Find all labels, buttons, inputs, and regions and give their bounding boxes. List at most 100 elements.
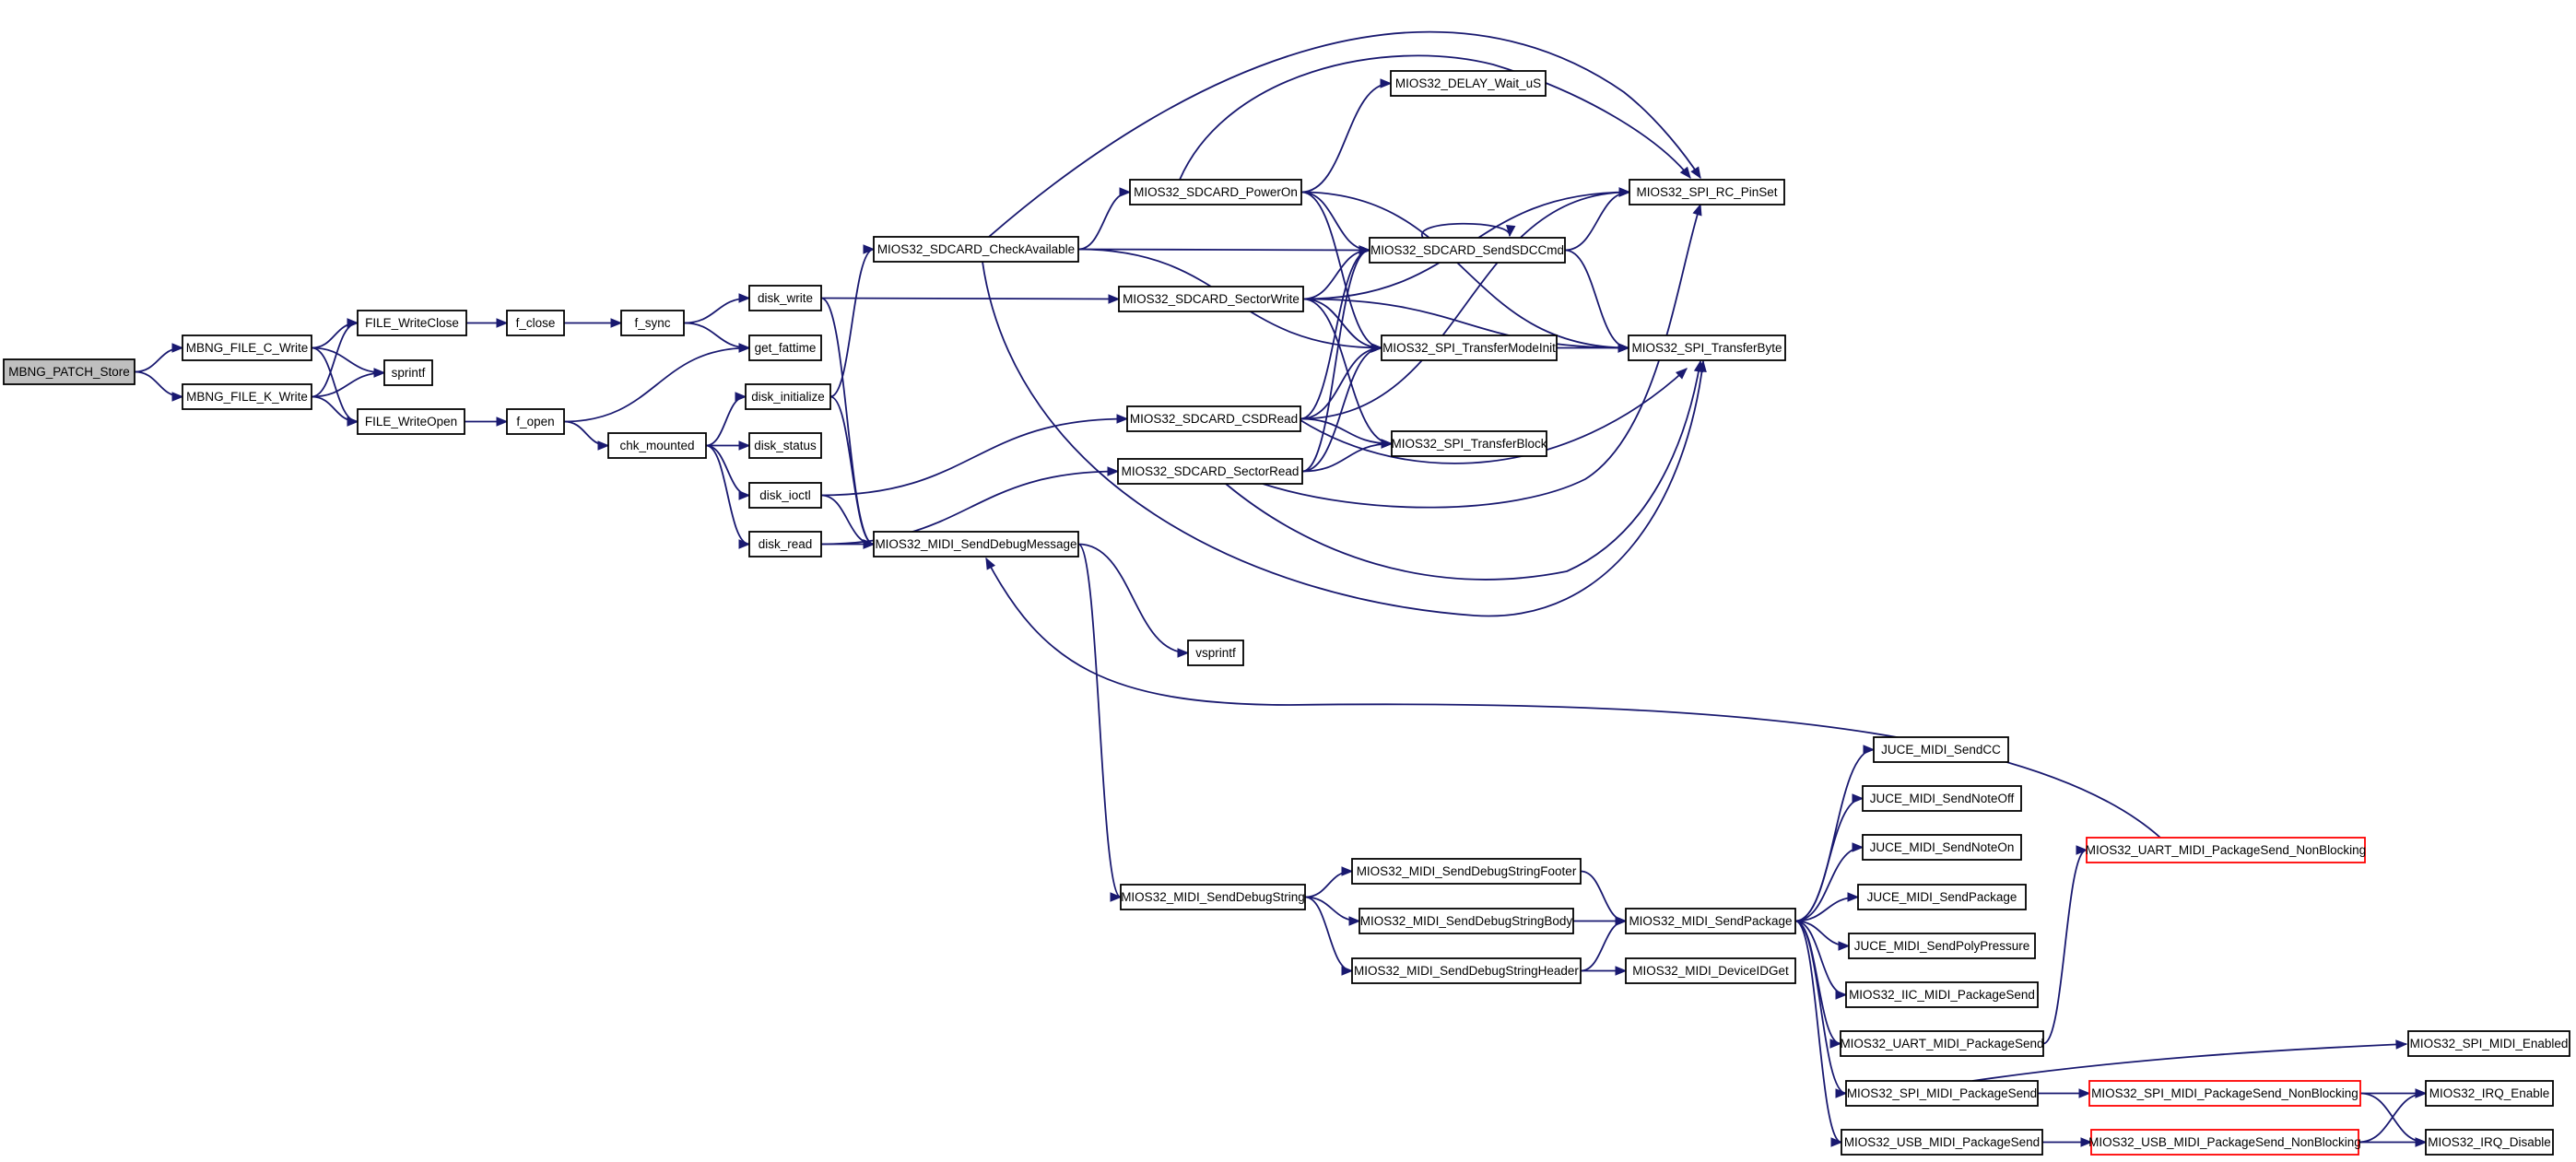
node-label: disk_write	[758, 291, 813, 305]
call-edge-csdread-to-modeinit	[1300, 343, 1383, 420]
call-edge-dbgstr-to-header	[1304, 896, 1354, 976]
node-label: MIOS32_MIDI_SendDebugString	[1121, 890, 1305, 904]
node-fsync[interactable]: f_sync	[620, 310, 685, 336]
node-modeinit[interactable]: MIOS32_SPI_TransferModeInit	[1381, 335, 1558, 361]
node-chk[interactable]: chk_mounted	[607, 432, 707, 459]
node-label: MBNG_FILE_K_Write	[186, 390, 308, 404]
node-label: JUCE_MIDI_SendNoteOn	[1870, 840, 2015, 854]
node-irqen[interactable]: MIOS32_IRQ_Enable	[2425, 1080, 2554, 1107]
node-sendpkg[interactable]: MIOS32_MIDI_SendPackage	[1625, 908, 1796, 934]
node-label: f_sync	[634, 316, 670, 330]
node-sendsdc[interactable]: MIOS32_SDCARD_SendSDCCmd	[1369, 237, 1566, 264]
call-edge-header-to-devid	[1581, 966, 1628, 976]
node-label: MIOS32_SPI_MIDI_PackageSend	[1847, 1086, 2037, 1100]
node-spimidi[interactable]: MIOS32_SPI_MIDI_PackageSend	[1845, 1080, 2039, 1107]
node-label: MIOS32_SPI_TransferByte	[1631, 341, 1782, 355]
call-edge-usbnb-to-irqen	[2358, 1088, 2428, 1144]
node-label: f_open	[516, 415, 554, 428]
node-fwo[interactable]: FILE_WriteOpen	[357, 408, 465, 435]
node-fopen[interactable]: f_open	[506, 408, 565, 435]
node-vsprintf[interactable]: vsprintf	[1187, 640, 1244, 666]
node-devid[interactable]: MIOS32_MIDI_DeviceIDGet	[1625, 957, 1796, 984]
node-spienabled[interactable]: MIOS32_SPI_MIDI_Enabled	[2407, 1030, 2570, 1057]
node-poweron[interactable]: MIOS32_SDCARD_PowerOn	[1129, 179, 1302, 205]
node-body[interactable]: MIOS32_MIDI_SendDebugStringBody	[1359, 908, 1574, 934]
node-usbnb[interactable]: MIOS32_USB_MIDI_PackageSend_NonBlocking	[2088, 1129, 2361, 1156]
node-iic[interactable]: MIOS32_IIC_MIDI_PackageSend	[1845, 981, 2039, 1008]
node-label: MIOS32_SDCARD_CSDRead	[1130, 412, 1298, 426]
node-sprintf[interactable]: sprintf	[383, 359, 433, 386]
node-irqdis[interactable]: MIOS32_IRQ_Disable	[2425, 1129, 2554, 1156]
node-label: JUCE_MIDI_SendCC	[1881, 743, 2001, 757]
call-edge-sendsdc-to-tbyte	[1564, 249, 1630, 353]
node-jpkg[interactable]: JUCE_MIDI_SendPackage	[1857, 884, 2027, 910]
node-fcw[interactable]: MBNG_FILE_C_Write	[182, 335, 312, 361]
call-edge-dioctl-to-csdread	[820, 414, 1129, 497]
node-debugmsg[interactable]: MIOS32_MIDI_SendDebugMessage	[873, 531, 1079, 558]
node-csdread[interactable]: MIOS32_SDCARD_CSDRead	[1126, 405, 1301, 432]
node-label: MIOS32_SPI_MIDI_Enabled	[2410, 1037, 2569, 1050]
node-label: disk_read	[759, 537, 813, 551]
call-edge-dinit-to-checkav	[829, 244, 876, 398]
node-checkav[interactable]: MIOS32_SDCARD_CheckAvailable	[873, 236, 1079, 263]
node-delay[interactable]: MIOS32_DELAY_Wait_uS	[1390, 70, 1547, 97]
node-secwrite[interactable]: MIOS32_SDCARD_SectorWrite	[1118, 286, 1304, 312]
call-edge-fopen-to-getfat	[563, 343, 751, 423]
call-edge-sendpkg-to-iic	[1794, 920, 1848, 1000]
call-edge-poweron-to-delay	[1300, 78, 1393, 194]
call-edge-fcw-to-sprintf	[311, 346, 386, 378]
node-dinit[interactable]: disk_initialize	[745, 383, 831, 410]
node-label: MIOS32_MIDI_DeviceIDGet	[1632, 964, 1789, 978]
node-label: FILE_WriteClose	[365, 316, 459, 330]
call-edge-dinit-to-debugmsg	[829, 395, 876, 549]
node-getfat[interactable]: get_fattime	[748, 335, 822, 361]
node-jcc[interactable]: JUCE_MIDI_SendCC	[1873, 736, 2009, 763]
call-edge-header-to-sendpkg	[1580, 916, 1628, 972]
node-label: MIOS32_MIDI_SendDebugStringHeader	[1354, 964, 1579, 978]
node-dread[interactable]: disk_read	[748, 531, 822, 558]
call-edge-checkav-to-tbyte	[982, 261, 1707, 617]
node-root[interactable]: MBNG_PATCH_Store	[3, 358, 135, 385]
call-edge-secread-to-modeinit	[1301, 343, 1383, 473]
call-edge-dbgstr-to-body	[1304, 896, 1361, 926]
node-label: JUCE_MIDI_SendPackage	[1867, 890, 2017, 904]
node-label: MIOS32_IIC_MIDI_PackageSend	[1849, 988, 2035, 1002]
node-fclose[interactable]: f_close	[506, 310, 565, 336]
call-edge-secread-to-rcpin	[1262, 203, 1702, 509]
call-edge-fkw-to-fwo	[311, 395, 359, 427]
call-edge-checkav-to-rcpin	[988, 30, 1701, 238]
node-dwrite[interactable]: disk_write	[748, 285, 822, 311]
call-edge-secread-to-tblock	[1301, 439, 1394, 473]
call-edge-secread-to-tbyte	[1225, 359, 1704, 581]
node-uart[interactable]: MIOS32_UART_MIDI_PackageSend	[1840, 1030, 2044, 1057]
node-dbgstr[interactable]: MIOS32_MIDI_SendDebugString	[1120, 884, 1306, 910]
node-header[interactable]: MIOS32_MIDI_SendDebugStringHeader	[1351, 957, 1582, 984]
node-dstatus[interactable]: disk_status	[748, 432, 822, 459]
node-spinb[interactable]: MIOS32_SPI_MIDI_PackageSend_NonBlocking	[2088, 1080, 2361, 1107]
node-tbyte[interactable]: MIOS32_SPI_TransferByte	[1628, 335, 1786, 361]
node-fwc[interactable]: FILE_WriteClose	[357, 310, 467, 336]
node-jpoly[interactable]: JUCE_MIDI_SendPolyPressure	[1848, 933, 2036, 959]
node-label: JUCE_MIDI_SendPolyPressure	[1854, 939, 2030, 953]
call-edge-modeinit-to-tbyte	[1557, 343, 1630, 353]
node-label: MIOS32_UART_MIDI_PackageSend_NonBlocking	[2086, 843, 2366, 857]
node-dioctl[interactable]: disk_ioctl	[748, 482, 822, 509]
node-jnon[interactable]: JUCE_MIDI_SendNoteOn	[1862, 834, 2022, 861]
call-edge-debugmsg-to-vsprintf	[1077, 543, 1190, 658]
node-label: MIOS32_MIDI_SendDebugStringBody	[1360, 914, 1573, 928]
node-label: MBNG_PATCH_Store	[8, 365, 130, 379]
node-fkw[interactable]: MBNG_FILE_K_Write	[182, 383, 312, 410]
node-jnoff[interactable]: JUCE_MIDI_SendNoteOff	[1862, 785, 2022, 812]
call-edge-sendpkg-to-spimidi	[1794, 920, 1848, 1098]
node-secread[interactable]: MIOS32_SDCARD_SectorRead	[1117, 458, 1303, 485]
call-edge-chk-to-dioctl	[705, 444, 751, 500]
node-label: MIOS32_MIDI_SendDebugStringFooter	[1357, 864, 1577, 878]
node-uartnb[interactable]: MIOS32_UART_MIDI_PackageSend_NonBlocking	[2086, 837, 2366, 863]
node-label: MIOS32_SDCARD_CheckAvailable	[877, 242, 1075, 256]
node-footer[interactable]: MIOS32_MIDI_SendDebugStringFooter	[1351, 858, 1582, 885]
node-rcpin[interactable]: MIOS32_SPI_RC_PinSet	[1629, 179, 1785, 205]
node-usb[interactable]: MIOS32_USB_MIDI_PackageSend	[1841, 1129, 2043, 1156]
node-tblock[interactable]: MIOS32_SPI_TransferBlock	[1391, 430, 1547, 457]
node-label: f_close	[516, 316, 556, 330]
